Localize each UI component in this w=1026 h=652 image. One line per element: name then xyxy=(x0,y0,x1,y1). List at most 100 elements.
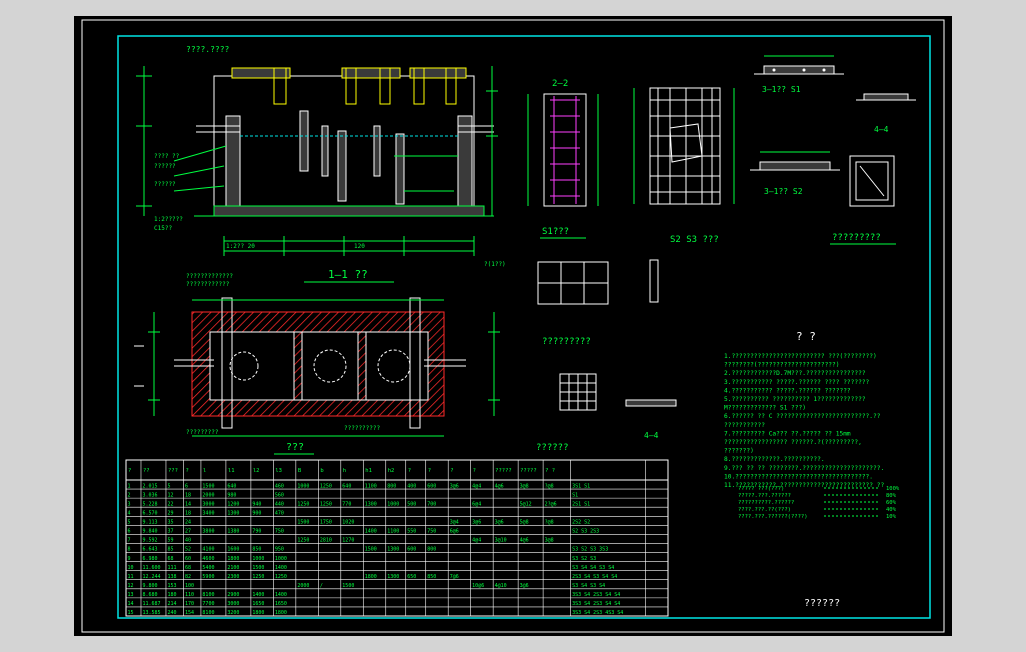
table-cell: 3@6 xyxy=(520,583,529,589)
table-cell: 9.113 xyxy=(142,520,157,526)
table-cell: 1800 xyxy=(275,610,287,616)
s5-title: ?????? xyxy=(536,443,569,453)
table-cell: S2 S3 2S3 xyxy=(572,529,599,535)
table-cell: 68 xyxy=(185,565,191,571)
left-note-4: 1:2????? xyxy=(154,216,183,223)
table-cell: 1400 xyxy=(365,529,377,535)
table-cell: 2.015 xyxy=(142,483,157,489)
s1-title: S1??? xyxy=(542,227,569,237)
table-cell: 1500 xyxy=(202,483,214,489)
table-cell: / xyxy=(320,583,323,589)
note-line: M????????????? S1 ???) xyxy=(724,405,806,412)
table-header-cell: ? xyxy=(185,468,188,474)
table-cell: 750 xyxy=(427,529,436,535)
table-cell: 8 xyxy=(128,547,131,553)
table-cell: 950 xyxy=(275,547,284,553)
table-header-cell: l2 xyxy=(253,468,260,474)
note-line: 6.?????? ?? C ?????????????????????????.… xyxy=(724,413,881,420)
table-cell: 100 xyxy=(185,583,194,589)
table-cell: 1250 xyxy=(297,538,309,544)
table-cell: 1750 xyxy=(320,520,332,526)
table-cell: 4@10 xyxy=(495,583,507,589)
table-caption: ?????? xyxy=(804,598,840,609)
table-header-cell: l xyxy=(203,468,206,474)
table-cell: ?@8 xyxy=(545,483,554,489)
outer-border xyxy=(81,19,945,633)
table-cell: 800 xyxy=(387,483,396,489)
table-cell: 5.228 xyxy=(142,501,157,507)
table-cell: 180 xyxy=(167,592,176,598)
table-cell: 82 xyxy=(185,574,191,580)
table-cell: 1250 xyxy=(320,501,332,507)
table-cell: 13.585 xyxy=(142,610,160,616)
table-header-cell: ? xyxy=(428,468,431,474)
table-header-cell: ? xyxy=(128,468,131,474)
table-cell: 3400 xyxy=(202,510,214,516)
section-3-1-s2-title: 3—1?? S2 xyxy=(764,187,803,196)
table-cell: 3@6 xyxy=(495,520,504,526)
note-line: 7.????????? Ca??? ??.????? ?? 15mm xyxy=(724,430,851,437)
table-cell: 9 xyxy=(128,556,131,562)
table-cell: 790 xyxy=(252,529,261,535)
table-cell: 4@4 xyxy=(472,483,481,489)
legend-value: 80% xyxy=(886,493,897,499)
table-header-cell: h2 xyxy=(388,468,395,474)
table-cell: 1500 xyxy=(252,565,264,571)
table-cell: 1800 xyxy=(227,556,239,562)
table-cell: 13 xyxy=(128,592,134,598)
s5-drawing xyxy=(559,373,677,411)
table-cell: 4@6 xyxy=(520,538,529,544)
table-header-cell: B xyxy=(298,468,302,474)
legend-value: 40% xyxy=(886,507,897,513)
table-header-cell: ? xyxy=(450,468,453,474)
section-3-1-s2-drawing xyxy=(750,151,840,171)
table-cell: 1500 xyxy=(342,583,354,589)
note-line: 10.????????????????????????????????????. xyxy=(724,473,873,480)
table-cell: 600 xyxy=(427,483,436,489)
table-cell: 850 xyxy=(252,547,261,553)
section-4-4-drawing xyxy=(856,93,916,101)
table-header-cell: l3 xyxy=(275,468,282,474)
s4-title: ????????? xyxy=(542,337,591,347)
table-cell: S1 xyxy=(572,492,578,498)
table-cell: 7700 xyxy=(202,601,214,607)
plan-note-2: ???????????? xyxy=(186,281,230,288)
table-cell: 770 xyxy=(342,501,351,507)
s2-s3-title: S2 S3 ??? xyxy=(670,235,719,245)
table-cell: 60 xyxy=(185,556,191,562)
table-cell: 2300 xyxy=(227,574,239,580)
legend-value: 100% xyxy=(886,486,900,492)
table-cell: 980 xyxy=(227,492,236,498)
table-cell: 1400 xyxy=(252,592,264,598)
table-cell: 37 xyxy=(167,529,173,535)
table-cell: 1650 xyxy=(252,601,264,607)
table-header-cell: h1 xyxy=(365,468,372,474)
table-cell: 2S1 S1 xyxy=(572,501,590,507)
table-cell: 22 xyxy=(167,501,173,507)
table-header-cell: ????? xyxy=(520,468,537,474)
table-header-cell: ??? xyxy=(168,468,178,474)
table-cell: 9.800 xyxy=(142,583,157,589)
table-cell: 1000 xyxy=(252,556,264,562)
table-cell: 1300 xyxy=(227,510,239,516)
note-line: 5.?????????? ?????????? 1????????????? xyxy=(724,396,866,403)
table-cell: S3 S4 S4 S3 S4 xyxy=(572,565,614,571)
table-cell: 1250 xyxy=(297,501,309,507)
table-cell: 40 xyxy=(185,538,191,544)
table-cell: 440 xyxy=(275,501,284,507)
table-cell: 3S3 S4 2S3 S4 S4 xyxy=(572,592,620,598)
table-cell: 1250 xyxy=(320,483,332,489)
table-header-cell: ? ? xyxy=(545,468,555,474)
table-cell: 6.643 xyxy=(142,547,157,553)
left-note-3: ?????? xyxy=(154,181,176,188)
table-cell: 35 xyxy=(167,520,173,526)
plan-view-drawing xyxy=(134,297,500,437)
table-cell: 5900 xyxy=(202,574,214,580)
table-cell: 29 xyxy=(167,510,173,516)
table-cell: 12 xyxy=(167,492,173,498)
table-cell: 4600 xyxy=(202,556,214,562)
table-cell: 560 xyxy=(275,492,284,498)
table-cell: 1020 xyxy=(342,520,354,526)
table-cell: 1400 xyxy=(275,592,287,598)
table-cell: 6.980 xyxy=(142,556,157,562)
